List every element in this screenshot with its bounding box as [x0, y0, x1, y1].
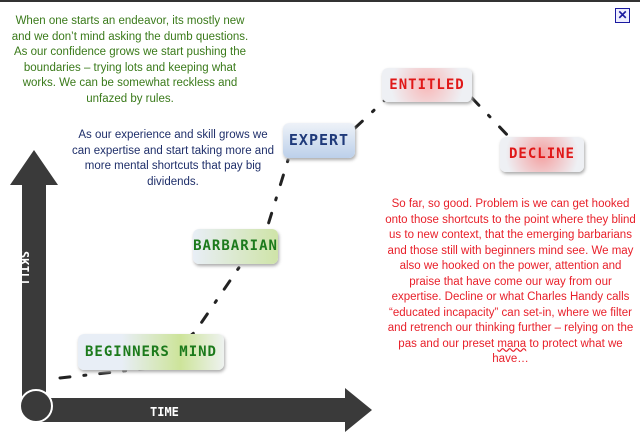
stage-decline: DECLINE	[500, 137, 584, 172]
stage-beginners-mind: BEGINNERS MIND	[78, 334, 224, 370]
progress-path	[58, 96, 514, 380]
top-border	[0, 0, 640, 2]
decline-text-misspelled: mana	[497, 337, 527, 350]
decline-text-a: So far, so good. Problem is we can get h…	[385, 198, 636, 350]
skill-axis-arrow	[10, 150, 58, 405]
beginner-description: When one starts an endeavor, its mostly …	[11, 15, 249, 105]
decline-text-c: to protect what we have…	[492, 337, 623, 366]
stage-expert: EXPERT	[283, 123, 355, 158]
stage-entitled: ENTITLED	[382, 68, 472, 102]
skill-axis-label: SKILL	[17, 250, 32, 288]
origin-circle	[19, 389, 53, 423]
time-axis-arrow	[35, 388, 372, 432]
decline-description: So far, so good. Problem is we can get h…	[383, 197, 638, 368]
close-button[interactable]: ✕	[615, 8, 630, 23]
time-axis-label: TIME	[150, 405, 179, 419]
expert-description: As our experience and skill grows we can…	[71, 129, 274, 188]
stage-barbarian: BARBARIAN	[193, 229, 278, 264]
